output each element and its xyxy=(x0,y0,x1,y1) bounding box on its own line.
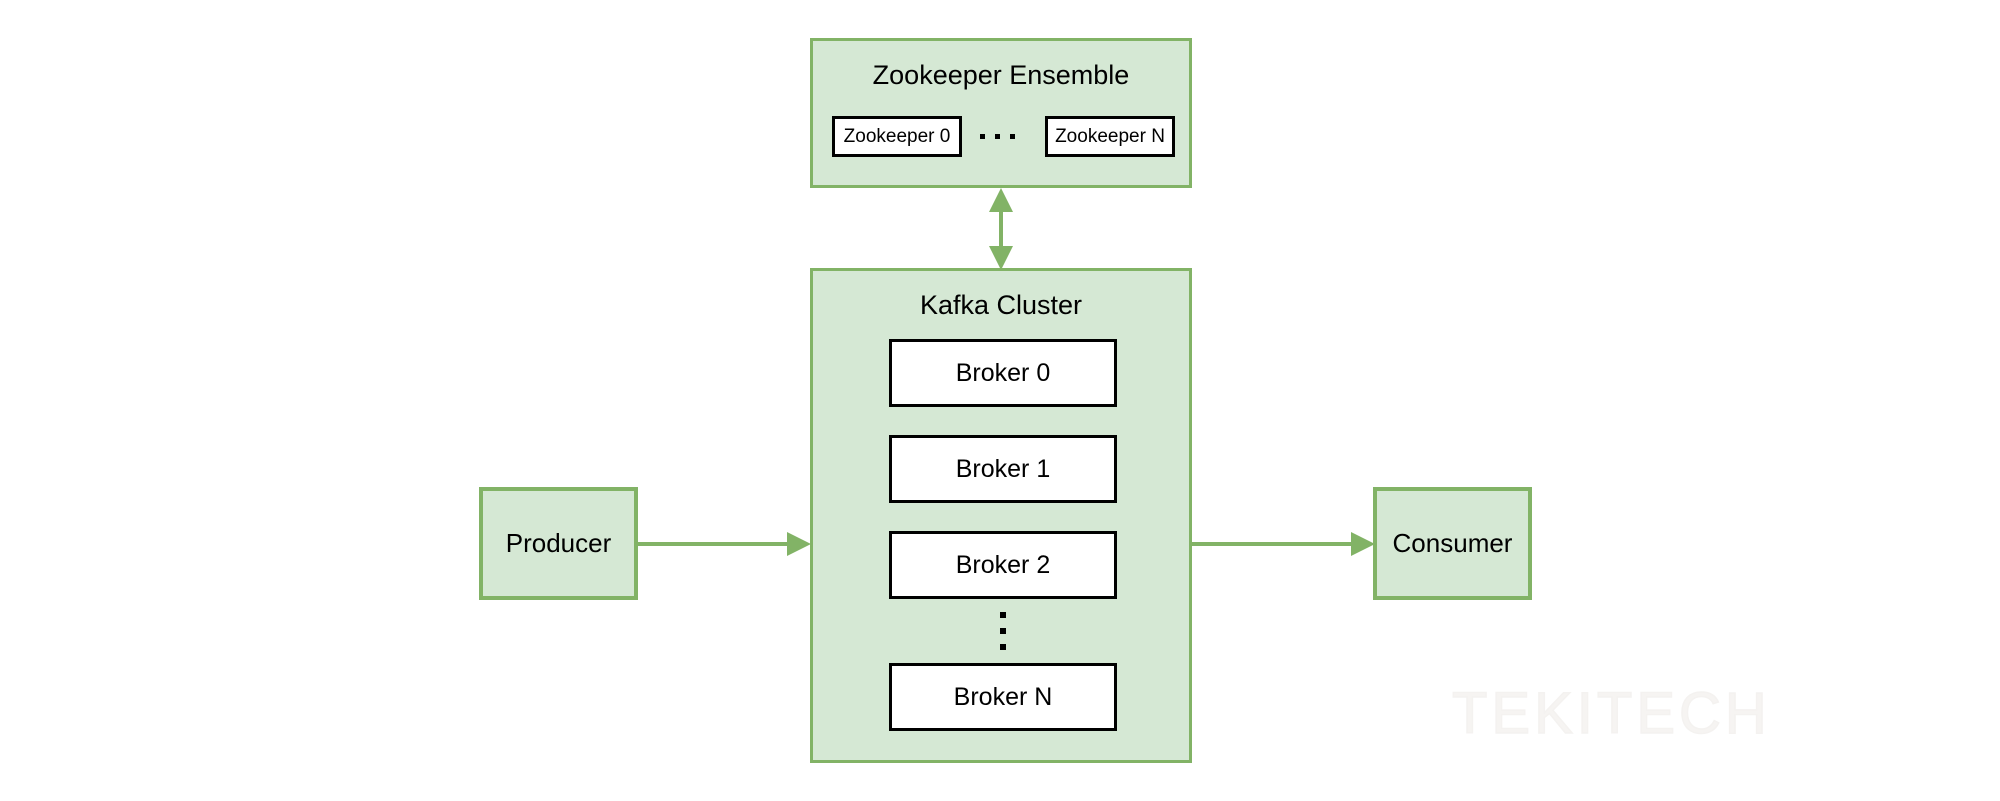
zookeeper-node-0-label: Zookeeper 0 xyxy=(843,125,951,147)
broker-node-n-label: Broker N xyxy=(953,682,1053,711)
kafka-cluster-title: Kafka Cluster xyxy=(919,290,1083,320)
producer-label: Producer xyxy=(505,528,612,558)
producer-box[interactable]: Producer xyxy=(479,487,638,600)
broker-node-1[interactable]: Broker 1 xyxy=(889,435,1117,503)
kafka-cluster-group[interactable]: Kafka Cluster Broker 0 Broker 1 Broker 2… xyxy=(810,268,1192,763)
consumer-box[interactable]: Consumer xyxy=(1373,487,1532,600)
producer-kafka-connector[interactable] xyxy=(638,529,813,559)
zookeeper-kafka-connector[interactable] xyxy=(975,186,1027,272)
zookeeper-ensemble-group[interactable]: Zookeeper Ensemble Zookeeper 0 Zookeeper… xyxy=(810,38,1192,188)
consumer-label: Consumer xyxy=(1392,528,1513,558)
broker-node-1-label: Broker 1 xyxy=(955,454,1051,483)
zookeeper-ellipsis-icon xyxy=(980,134,1015,139)
broker-node-n[interactable]: Broker N xyxy=(889,663,1117,731)
broker-node-0-label: Broker 0 xyxy=(955,358,1051,387)
broker-node-2-label: Broker 2 xyxy=(955,550,1051,579)
broker-ellipsis-icon xyxy=(1000,612,1006,650)
broker-node-2[interactable]: Broker 2 xyxy=(889,531,1117,599)
zookeeper-node-n[interactable]: Zookeeper N xyxy=(1045,116,1175,157)
zookeeper-node-n-label: Zookeeper N xyxy=(1055,125,1165,147)
kafka-consumer-connector[interactable] xyxy=(1190,529,1378,559)
watermark-text: TEKITECH xyxy=(1451,680,1771,747)
broker-node-0[interactable]: Broker 0 xyxy=(889,339,1117,407)
zookeeper-node-0[interactable]: Zookeeper 0 xyxy=(832,116,962,157)
zookeeper-ensemble-title: Zookeeper Ensemble xyxy=(872,60,1130,90)
